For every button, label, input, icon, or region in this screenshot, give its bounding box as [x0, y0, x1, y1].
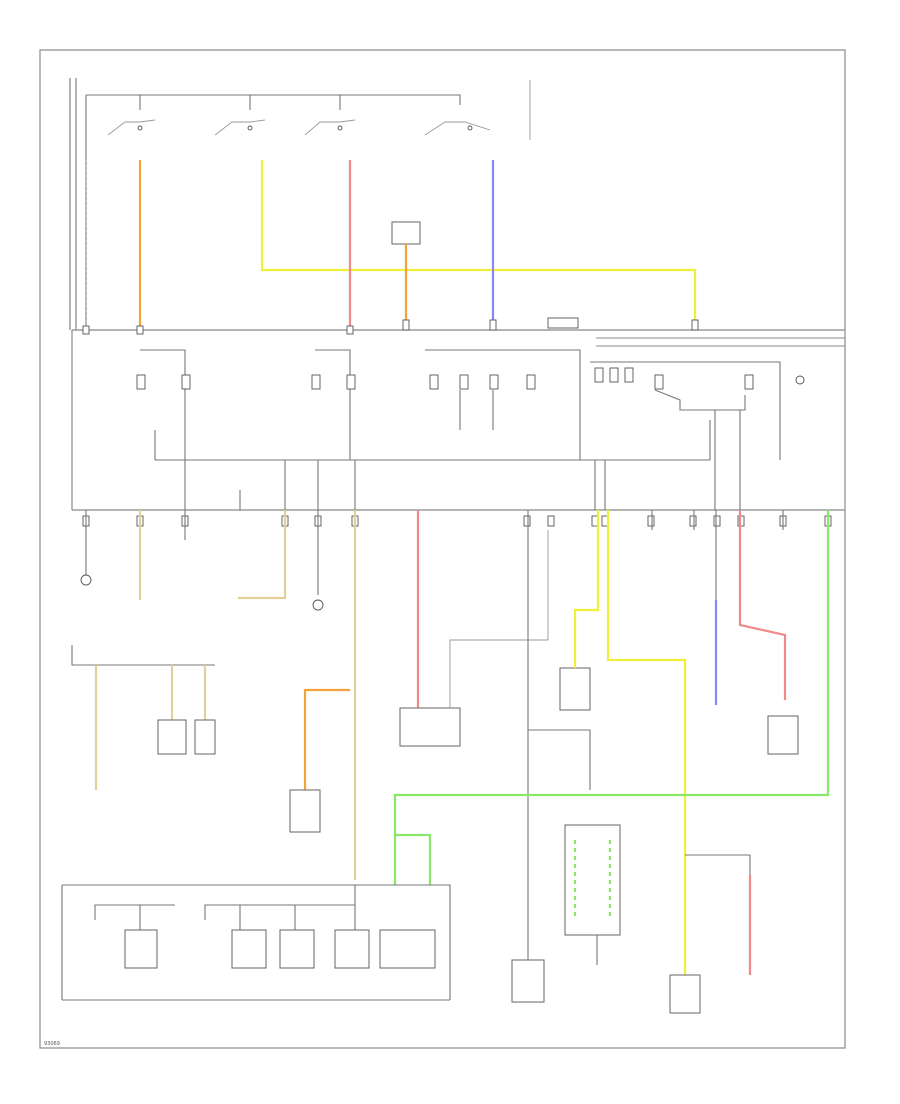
wire-yellow-lower — [606, 510, 687, 975]
control-module-box — [511, 959, 545, 1003]
wire-green — [393, 510, 830, 885]
switch-icon — [107, 119, 491, 136]
relay-icon — [391, 221, 421, 330]
wire-yellow — [260, 185, 697, 330]
relay-box-2 — [194, 719, 216, 755]
under-dash-fuse-box — [71, 329, 845, 511]
ecm-unit-box — [399, 707, 461, 747]
connector-pins-top — [82, 317, 699, 335]
lower-right-module — [564, 824, 752, 975]
power-relay-box — [289, 789, 321, 833]
footer-code: 93069 — [44, 1041, 60, 1047]
blower-motor-relay — [157, 719, 187, 755]
wire-pink-lower — [738, 510, 787, 700]
heater-unit-box — [669, 974, 701, 1014]
ground-icon — [80, 574, 92, 586]
diagram-frame — [39, 49, 846, 1049]
ignition-switch-area — [69, 78, 531, 330]
engine-fuse-box — [61, 884, 451, 1001]
sensor-box — [767, 715, 799, 755]
fuse-icon — [136, 367, 754, 390]
connector-pins-bottom — [82, 515, 832, 527]
